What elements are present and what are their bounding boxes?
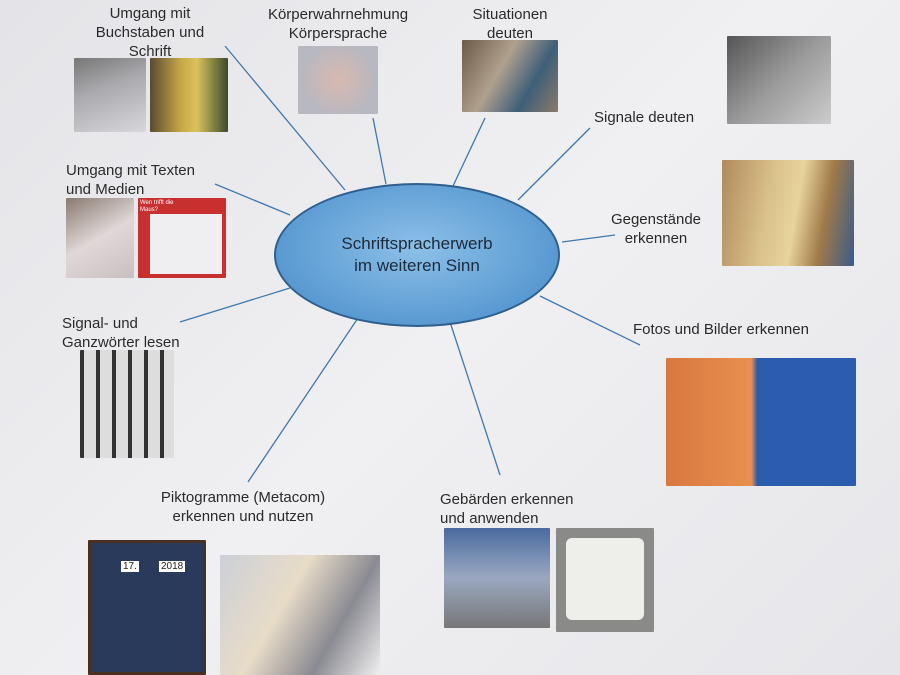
label-line: Körperwahrnehmung bbox=[267, 6, 409, 23]
photo-pictogram-calendar: 17. 2018 bbox=[88, 540, 206, 675]
photo-letters-board bbox=[150, 58, 228, 132]
label-line: Buchstaben und bbox=[95, 24, 205, 41]
photo-child-photos bbox=[666, 358, 856, 486]
central-topic-line1: Schriftspracherwerb bbox=[341, 234, 493, 253]
label-line: Ganzwörter lesen bbox=[62, 334, 180, 351]
calendar-year: 2018 bbox=[159, 561, 186, 572]
branch-signale: Signale deuten bbox=[594, 108, 694, 127]
label-line: Gebärden erkennen bbox=[440, 491, 574, 508]
poster-title: Wen trifft die Maus? bbox=[140, 200, 174, 213]
photo-body-hands bbox=[298, 46, 378, 114]
photo-text-poster: Wen trifft die Maus? bbox=[138, 198, 226, 278]
photo-objects bbox=[722, 160, 854, 266]
label-line: Signal- und bbox=[62, 315, 138, 332]
photo-child-pictograms bbox=[220, 555, 380, 675]
branch-situationen: Situationen deuten bbox=[450, 5, 570, 43]
label-line: Fotos und Bilder erkennen bbox=[633, 321, 809, 338]
label-line: Körpersprache bbox=[288, 25, 388, 42]
photo-word-cards bbox=[80, 350, 174, 458]
label-line: erkennen bbox=[624, 230, 688, 247]
branch-gegenstaende: Gegenstände erkennen bbox=[592, 210, 720, 248]
label-line: erkennen und nutzen bbox=[172, 508, 314, 525]
calendar-day: 17. bbox=[121, 561, 139, 572]
branch-fotos: Fotos und Bilder erkennen bbox=[633, 320, 809, 339]
label-line: und anwenden bbox=[440, 510, 539, 527]
photo-sign-card bbox=[556, 528, 654, 632]
label-line: Schrift bbox=[128, 43, 172, 60]
label-line: Umgang mit bbox=[109, 5, 191, 22]
branch-piktogramme: Piktogramme (Metacom) erkennen und nutzen bbox=[133, 488, 353, 526]
photo-reading-book bbox=[66, 198, 134, 278]
label-line: Piktogramme (Metacom) bbox=[160, 489, 326, 506]
label-line: und Medien bbox=[66, 181, 145, 198]
photo-situations bbox=[462, 40, 558, 112]
branch-texte: Umgang mit Texten und Medien bbox=[66, 161, 195, 199]
label-line: Signale deuten bbox=[594, 109, 695, 126]
photo-signing-teacher bbox=[444, 528, 550, 628]
central-topic-ellipse: Schriftspracherwerb im weiteren Sinn bbox=[274, 183, 560, 327]
label-line: Situationen bbox=[472, 6, 548, 23]
label-line: Gegenstände bbox=[610, 211, 702, 228]
photo-triangle-signal bbox=[727, 36, 831, 124]
branch-gebaerden: Gebärden erkennen und anwenden bbox=[440, 490, 573, 528]
label-line: Umgang mit Texten bbox=[66, 162, 195, 179]
label-line: deuten bbox=[487, 25, 533, 42]
photo-letters-table bbox=[74, 58, 146, 132]
central-topic-line2: im weiteren Sinn bbox=[354, 256, 480, 275]
